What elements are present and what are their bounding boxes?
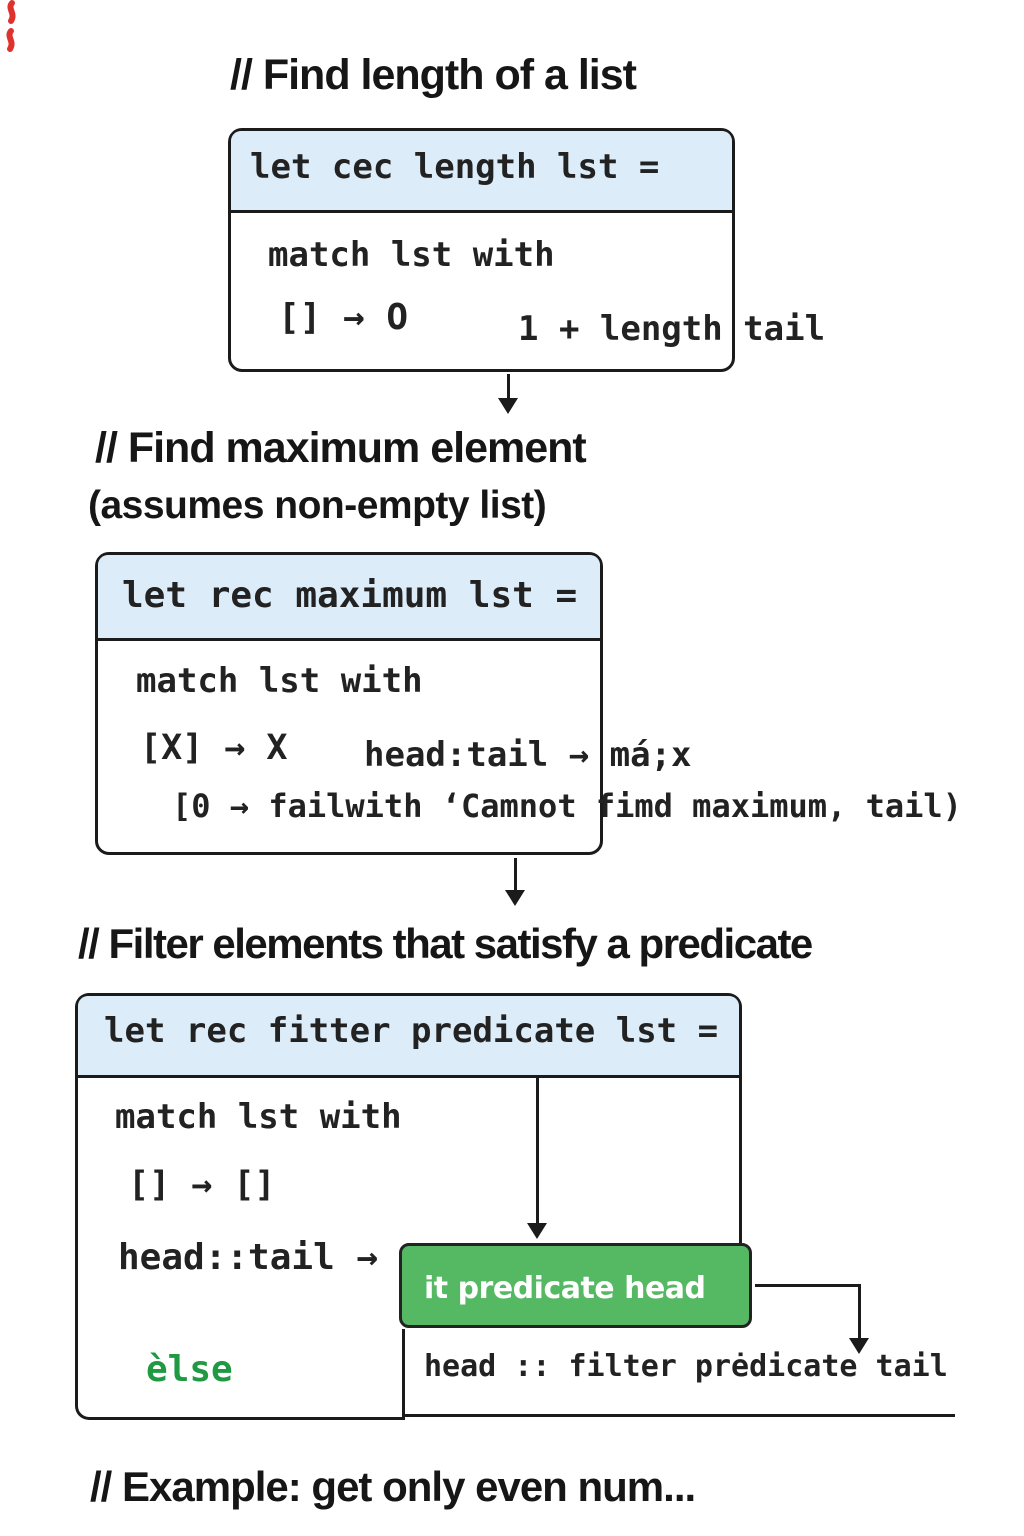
result-box-left-line [402, 1329, 405, 1417]
section-title-filter: // Filter elements that satisfy a predic… [78, 920, 813, 967]
code-line: match lst with [136, 661, 423, 701]
code-box-filter-bottom-wall [75, 1243, 405, 1420]
code-box-filter-header-band [78, 996, 739, 1078]
code-line: [X] → X [140, 728, 288, 768]
arrow-down-icon [849, 1338, 869, 1354]
code-line: match lst with [115, 1097, 402, 1137]
red-pen-mark [6, 0, 16, 52]
section-title-maximum: // Find maximum element [95, 424, 587, 472]
code-line: head::tail → [118, 1237, 379, 1278]
code-box-length-header: let cec length lst = [250, 147, 660, 187]
code-line: match lst with [268, 235, 555, 275]
condition-box: it predicate head [399, 1243, 752, 1328]
code-box-maximum [95, 552, 603, 855]
code-box-maximum-header-band [98, 555, 600, 641]
code-box-maximum-header: let rec maximum lst = [122, 575, 578, 616]
else-label: èlse [146, 1349, 233, 1390]
arrow-down-icon [527, 1223, 547, 1239]
code-box-filter [75, 993, 742, 1246]
elbow-connector-line [755, 1284, 861, 1287]
code-line: head :: filter prėdicate tail [424, 1349, 948, 1384]
elbow-connector-line [858, 1284, 861, 1340]
condition-label: it predicate head [424, 1271, 706, 1306]
arrow-down-icon [498, 398, 518, 414]
flow-arrow-line [507, 374, 510, 400]
flow-arrow-line [536, 1075, 539, 1225]
section-subtitle-maximum: (assumes non-empty list) [88, 484, 547, 527]
section-title-length: // Find length of a list [230, 51, 637, 99]
code-box-filter-header: let rec fitter predicate lst = [104, 1011, 719, 1051]
code-line-overflow: head:tail → má;x [364, 735, 692, 775]
code-line-overflow: [0 → failwith ‘Camnot fimd maximum, tail… [172, 787, 962, 825]
flow-arrow-line [514, 858, 517, 892]
code-line: [] → O [278, 297, 409, 338]
bottom-border-line [405, 1414, 955, 1417]
code-box-length [228, 128, 735, 372]
code-box-length-header-band [231, 131, 732, 213]
bottom-caption: // Example: get only even num... [90, 1463, 696, 1510]
code-line-overflow: 1 + length tail [518, 309, 826, 349]
arrow-down-icon [505, 890, 525, 906]
code-line: [] → [] [128, 1165, 276, 1205]
